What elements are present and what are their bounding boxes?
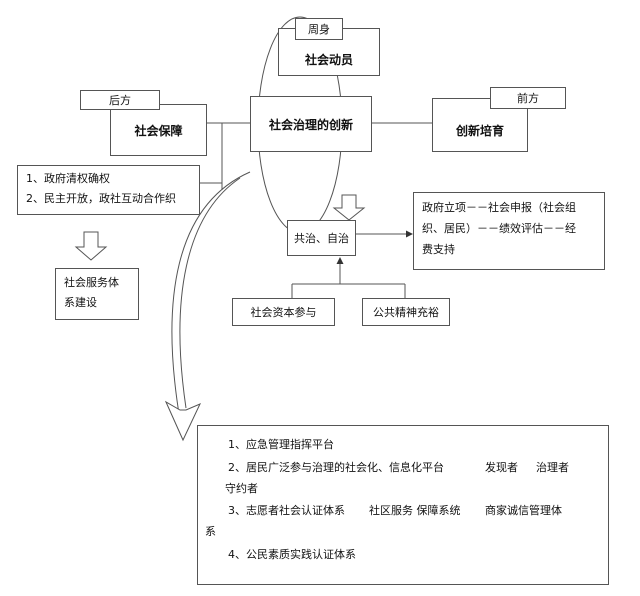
platform-item-2a: 2、居民广泛参与治理的社会化、信息化平台 [228,461,444,474]
project-flow-box: 政府立项－－社会申报（社会组 织、居民）－－绩效评估－－经 费支持 [413,192,605,270]
platform-item-4: 4、公民素质实践认证体系 [228,548,356,561]
co-governance-box: 共治、自治 [287,220,356,256]
top-tag: 周身 [295,18,343,40]
platform-item-3d: 系 [205,525,216,538]
platform-box [197,425,609,585]
left-tag: 后方 [80,90,160,110]
hollow-arrow-mid [332,194,366,221]
platform-item-3a: 3、志愿者社会认证体系 [228,504,345,517]
left-list-box: 1、政府清权确权 2、民主开放，政社互动合作织 [17,165,200,215]
governance-innovation-box: 社会治理的创新 [250,96,372,152]
platform-item-2c: 治理者 [536,461,569,474]
platform-item-2d: 守约者 [225,482,258,495]
platform-item-2b: 发现者 [485,461,518,474]
platform-item-3b: 社区服务 保障系统 [369,504,461,517]
curved-arrow [171,171,251,421]
right-tag: 前方 [490,87,566,109]
social-capital-box: 社会资本参与 [232,298,335,326]
social-service-box: 社会服务体 系建设 [55,268,139,320]
hollow-arrow-service [74,231,108,261]
platform-item-1: 1、应急管理指挥平台 [228,438,334,451]
public-spirit-box: 公共精神充裕 [362,298,450,326]
platform-item-3c: 商家诚信管理体 [485,504,562,517]
social-security-box: 社会保障 [110,104,207,156]
